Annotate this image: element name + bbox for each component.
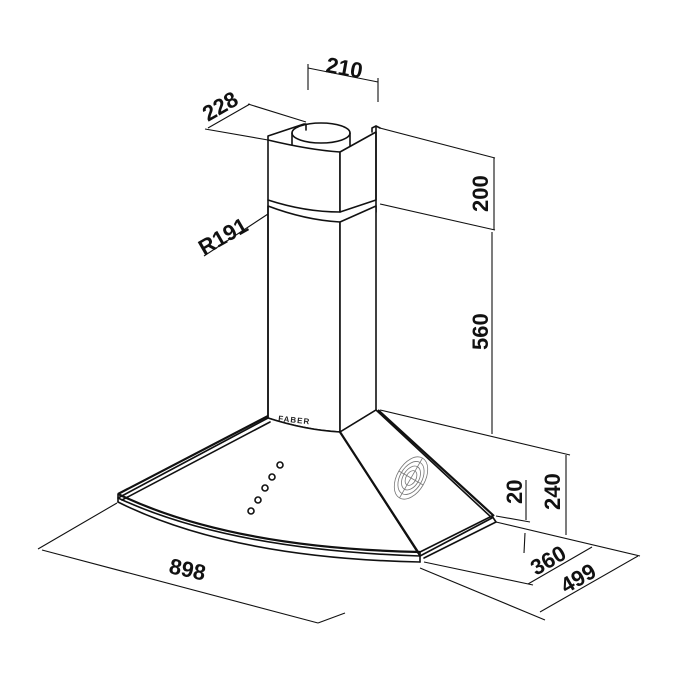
- button-icon: [261, 484, 269, 492]
- upper-chimney: [267, 122, 381, 213]
- control-buttons: [247, 461, 284, 515]
- dim-chimney-width: 210: [324, 52, 365, 83]
- dimension-lines: [37, 64, 641, 624]
- button-icon: [247, 507, 255, 515]
- dim-chimney-depth: 228: [198, 86, 242, 126]
- dim-upper-height: 200: [468, 175, 493, 212]
- button-icon: [276, 461, 284, 469]
- dim-canopy-height: 240: [540, 473, 565, 510]
- dim-overall-width: 898: [167, 553, 208, 585]
- button-icon: [254, 496, 262, 504]
- button-icon: [268, 473, 276, 481]
- dim-lower-height: 560: [468, 313, 493, 350]
- filter-grille-icon: [393, 456, 429, 500]
- canopy: [117, 409, 497, 563]
- lower-chimney: FABER: [267, 199, 377, 433]
- dim-rim-height: 20: [502, 480, 527, 504]
- dim-radius: R191: [194, 212, 252, 260]
